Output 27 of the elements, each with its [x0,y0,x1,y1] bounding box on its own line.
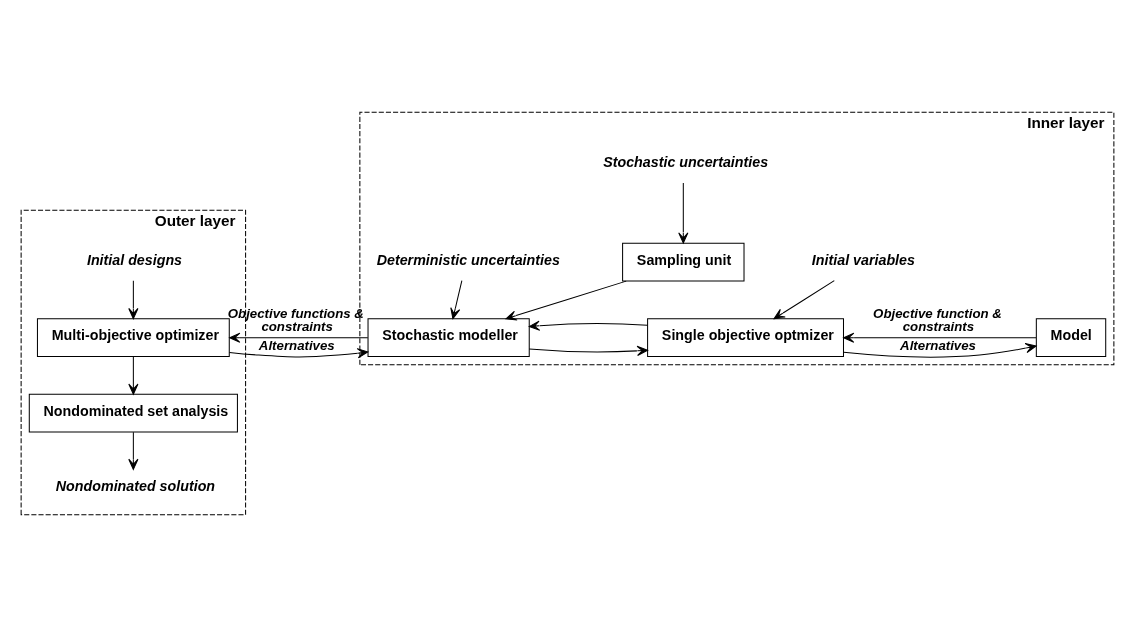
arrow [678,182,689,244]
node-box: Multi-objective optimizer [36,318,230,358]
arrow [773,280,835,320]
arrow [128,356,139,395]
node-box: Nondominated set analysis [28,393,238,433]
arrow [228,348,369,359]
edge-label: Objective function & constraints [873,305,1002,334]
node-text: Deterministic uncertainties [376,251,560,268]
arrow [128,431,139,470]
node-text: Initial designs [86,251,183,268]
arrow [128,280,139,320]
node-text: Stochastic uncertainties [603,154,769,171]
node-box: Model [1035,318,1107,358]
arrow [450,280,463,320]
arrow [843,332,1037,343]
node-text: Nondominated solution [55,477,216,494]
edge-label: Alternatives [900,338,976,354]
node-box: Single objective optmizer [647,318,844,358]
arrow [528,345,649,356]
arrow [843,343,1037,358]
edge-label: Alternatives [258,338,335,354]
node-box: Sampling unit [622,242,745,282]
node-box: Stochastic modeller [367,318,530,358]
arrow [229,332,369,343]
arrow [528,320,649,331]
arrow [505,280,627,321]
node-text: Initial variables [811,251,915,268]
